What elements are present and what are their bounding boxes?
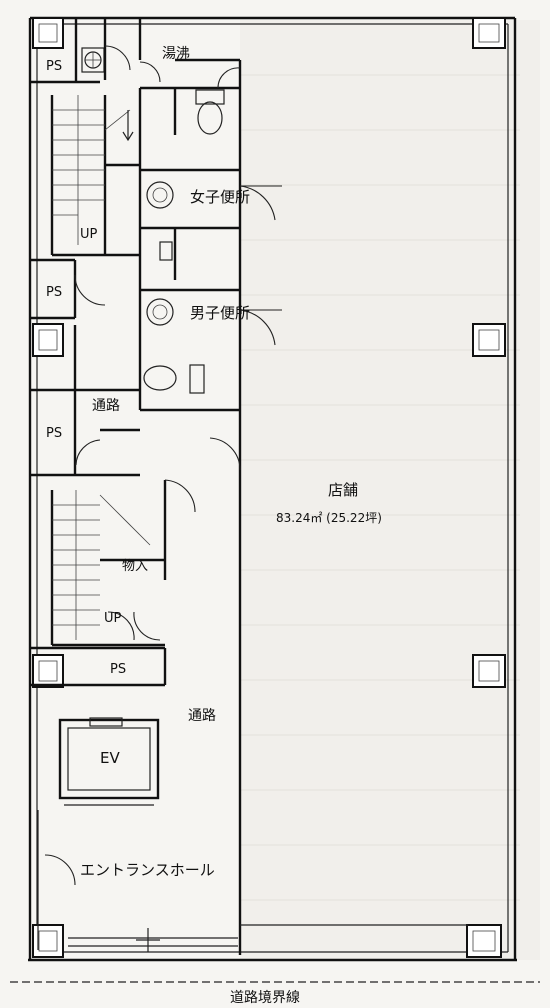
elevator-label: EV (100, 749, 120, 767)
storage-label: 物入 (122, 559, 148, 574)
up-label-upper: UP (80, 227, 98, 242)
entrance-hall-label: エントランスホール (80, 861, 215, 879)
passage-label-lower: 通路 (188, 708, 216, 724)
room-labels: PS 湯沸 女子便所 UP PS 男子便所 通路 PS 店舗 83.24㎡ (2… (46, 45, 382, 1006)
store-label: 店舗 (328, 481, 358, 499)
store-area-label: 83.24㎡ (25.22坪) (276, 511, 382, 525)
ps-label-bottom: PS (110, 662, 126, 677)
door-swings (44, 45, 282, 886)
stair-treads-upper (52, 95, 131, 245)
down-arrow-icon (122, 110, 134, 142)
ps-label-middle: PS (46, 285, 62, 300)
road-boundary-label: 道路境界線 (230, 990, 300, 1006)
entrance-marker (136, 928, 160, 952)
ps-label-lower: PS (46, 426, 62, 441)
ps-label-top: PS (46, 59, 62, 74)
passage-label-upper: 通路 (92, 398, 120, 414)
outer-walls (28, 16, 517, 962)
toilet-fixtures (143, 89, 225, 394)
mens-restroom-label: 男子便所 (190, 304, 250, 322)
womens-restroom-label: 女子便所 (190, 188, 250, 206)
partitions (30, 18, 468, 955)
background-watermark (240, 20, 540, 960)
stair-treads-lower (52, 490, 151, 640)
up-label-lower: UP (104, 611, 122, 626)
structural-columns (32, 17, 506, 958)
water-heater-label: 湯沸 (162, 45, 190, 62)
